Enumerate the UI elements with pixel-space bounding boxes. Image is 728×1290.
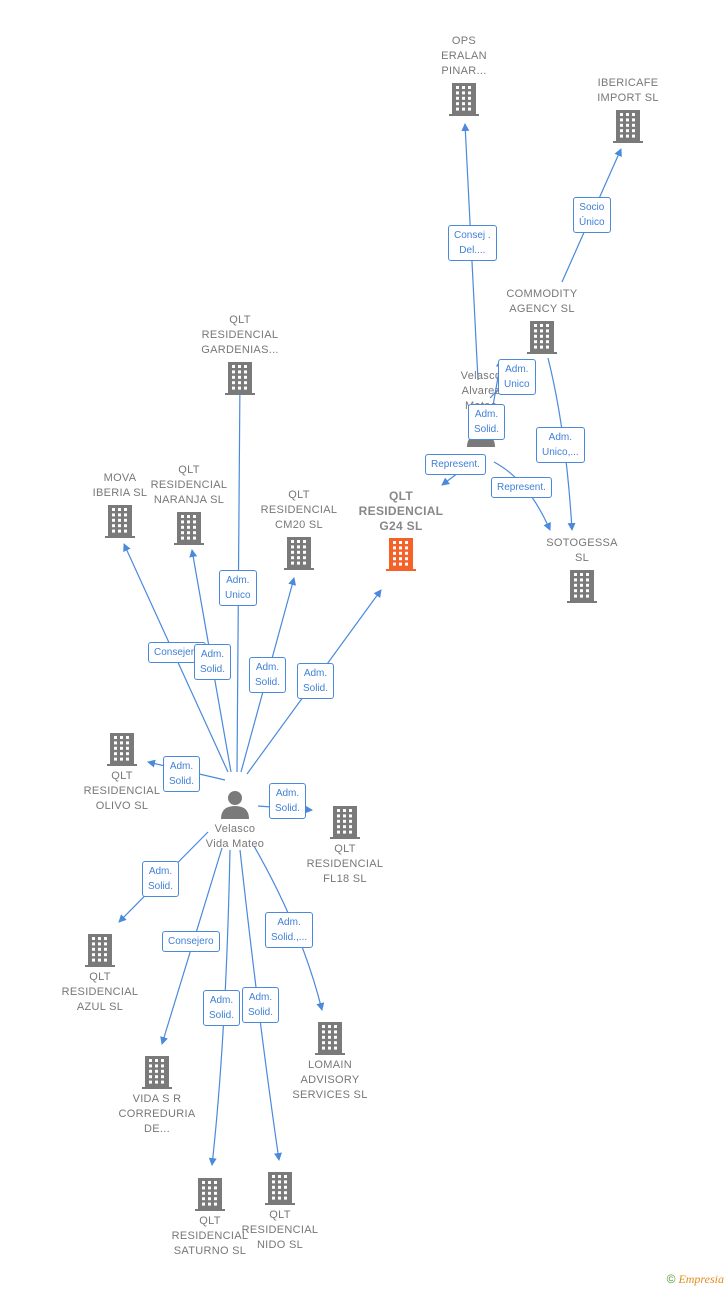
node-fl18[interactable]: QLT RESIDENCIAL FL18 SL [290, 802, 400, 887]
node-label: QLT RESIDENCIAL NIDO SL [241, 1209, 319, 1251]
node-mova[interactable]: MOVA IBERIA SL [65, 471, 175, 541]
node-label: MOVA IBERIA SL [92, 472, 148, 499]
node-azul[interactable]: QLT RESIDENCIAL AZUL SL [45, 930, 155, 1015]
node-lomain[interactable]: LOMAIN ADVISORY SERVICES SL [275, 1018, 385, 1103]
edge-label[interactable]: Adm. Unico [219, 570, 257, 606]
node-vida-sr[interactable]: VIDA S R CORREDURIA DE... [102, 1052, 212, 1137]
edge-label[interactable]: Socio Único [573, 197, 611, 233]
node-nido[interactable]: QLT RESIDENCIAL NIDO SL [225, 1168, 335, 1253]
building-icon [105, 505, 135, 538]
node-label: COMMODITY AGENCY SL [506, 288, 578, 315]
node-label: LOMAIN ADVISORY SERVICES SL [292, 1059, 368, 1101]
edge-label[interactable]: Consejero [162, 931, 220, 952]
brand-name: Empresia [678, 1272, 724, 1286]
node-saturno[interactable]: QLT RESIDENCIAL SATURNO SL [155, 1174, 265, 1259]
building-icon [613, 110, 643, 143]
node-sotogessa[interactable]: SOTOGESSA SL [527, 536, 637, 606]
building-icon [107, 733, 137, 766]
node-label: SOTOGESSA SL [546, 537, 618, 564]
building-icon [449, 83, 479, 116]
node-label: QLT RESIDENCIAL NARANJA SL [150, 464, 228, 506]
building-icon [142, 1056, 172, 1089]
edge-label[interactable]: Adm. Unico,... [536, 427, 585, 463]
node-label: QLT RESIDENCIAL SATURNO SL [171, 1215, 249, 1257]
building-icon [174, 512, 204, 545]
node-label: VIDA S R CORREDURIA DE... [118, 1093, 196, 1135]
building-icon [195, 1178, 225, 1211]
edge-label[interactable]: Adm. Solid. [142, 861, 180, 897]
node-g24[interactable]: QLT RESIDENCIAL G24 SL [346, 489, 456, 574]
edge-label[interactable]: Adm. Solid. [297, 663, 335, 699]
building-icon [330, 806, 360, 839]
building-icon [567, 570, 597, 603]
edge-label[interactable]: Adm. Solid. [468, 404, 506, 440]
node-label: QLT RESIDENCIAL CM20 SL [260, 489, 338, 531]
person-icon [221, 791, 249, 819]
edge-label[interactable]: Adm. Solid. [269, 783, 307, 819]
building-icon [527, 321, 557, 354]
node-ops[interactable]: OPS ERALAN PINAR... [409, 34, 519, 119]
edge-label[interactable]: Consej . Del.... [448, 225, 497, 261]
node-label: QLT RESIDENCIAL G24 SL [358, 489, 444, 533]
building-icon [85, 934, 115, 967]
node-label: QLT RESIDENCIAL AZUL SL [61, 971, 139, 1013]
node-ibericafe[interactable]: IBERICAFE IMPORT SL [573, 76, 683, 146]
edge-label[interactable]: Adm. Solid. [163, 756, 201, 792]
copyright-symbol: © [666, 1272, 676, 1286]
building-icon [315, 1022, 345, 1055]
edge-label[interactable]: Adm. Solid. [194, 644, 232, 680]
edge-label[interactable]: Adm. Solid. [203, 990, 241, 1026]
building-icon [225, 362, 255, 395]
node-label: QLT RESIDENCIAL OLIVO SL [83, 770, 161, 812]
footer-brand[interactable]: © Empresia [667, 1272, 724, 1287]
edge-label[interactable]: Adm. Solid.,... [265, 912, 314, 948]
node-gardenias[interactable]: QLT RESIDENCIAL GARDENIAS... [185, 313, 295, 398]
node-cm20[interactable]: QLT RESIDENCIAL CM20 SL [244, 488, 354, 573]
edge-label[interactable]: Adm. Solid. [242, 987, 280, 1023]
edge-label[interactable]: Represent. [425, 454, 486, 475]
node-label: Velasco Vida Mateo [205, 823, 265, 850]
node-commodity[interactable]: COMMODITY AGENCY SL [487, 287, 597, 357]
node-label: QLT RESIDENCIAL FL18 SL [306, 843, 384, 885]
node-label: IBERICAFE IMPORT SL [597, 77, 659, 104]
edge-label[interactable]: Represent. [491, 477, 552, 498]
node-velasco-vida[interactable]: Velasco Vida Mateo [180, 786, 290, 852]
node-olivo[interactable]: QLT RESIDENCIAL OLIVO SL [67, 729, 177, 814]
edge-label[interactable]: Adm. Solid. [249, 657, 287, 693]
building-icon [386, 538, 416, 571]
node-naranja[interactable]: QLT RESIDENCIAL NARANJA SL [134, 463, 244, 548]
building-icon [284, 537, 314, 570]
node-label: OPS ERALAN PINAR... [441, 35, 487, 77]
building-icon [265, 1172, 295, 1205]
edge-label[interactable]: Adm. Unico [498, 359, 536, 395]
node-label: QLT RESIDENCIAL GARDENIAS... [201, 314, 279, 356]
